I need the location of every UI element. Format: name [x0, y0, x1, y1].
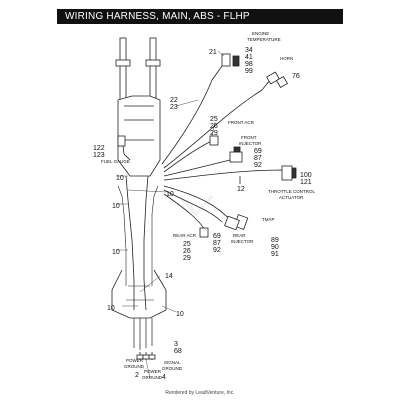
signal-ground-line1: SIGNAL: [164, 360, 181, 365]
label-rear-inj-69: 69: [213, 233, 221, 240]
wire-tmap: [163, 185, 233, 223]
label-10-f: 10: [176, 311, 184, 318]
label-rear-acr-29: 29: [183, 255, 191, 262]
throttle-connector: [281, 165, 293, 181]
wire-front-acr: [163, 139, 215, 173]
label-tmap-90: 90: [271, 244, 279, 251]
throttle-label-line1: THROTTLE CONTROL: [268, 189, 315, 194]
label-10-b: 10: [166, 191, 174, 198]
label-tmap-91: 91: [271, 251, 279, 258]
watermark-logo: [178, 195, 214, 217]
label-rear-inj-87: 87: [213, 240, 221, 247]
engine-temp-label-line1: ENGINE: [252, 31, 269, 36]
front-acr-connector: [209, 135, 219, 146]
frame-top: [117, 95, 161, 177]
label-123: 123: [93, 152, 105, 159]
front-acr-label: FRONT ACR: [228, 120, 255, 125]
wire-rear-injector: [163, 189, 223, 223]
signal-ground-line2: GROUND: [162, 366, 183, 371]
label-99: 99: [245, 68, 253, 75]
horn-connector: [266, 71, 280, 85]
power-ground-1-line1: POWER: [126, 358, 144, 363]
power-ground-2-line1: POWER: [144, 369, 162, 374]
label-98: 98: [245, 61, 253, 68]
label-front-acr-25: 25: [210, 116, 218, 123]
fuel-gauge-label: FUEL GAUGE: [101, 159, 130, 164]
label-front-acr-26: 26: [210, 123, 218, 130]
label-12: 12: [237, 186, 245, 193]
label-68: 68: [174, 348, 182, 355]
label-4: 4: [162, 374, 166, 381]
power-ground-2-line2: GROUND: [142, 375, 163, 380]
label-10-e: 10: [107, 305, 115, 312]
fuel-gauge-connector: [117, 135, 126, 147]
label-122: 122: [93, 145, 105, 152]
wire-throttle: [163, 169, 287, 181]
power-ground-1-line2: GROUND: [124, 364, 145, 369]
rear-injector-connector: [224, 215, 240, 231]
label-76: 76: [292, 73, 300, 80]
label-41: 41: [245, 54, 253, 61]
frame-cradle: [111, 269, 167, 319]
label-tmap-89: 89: [271, 237, 279, 244]
label-rear-inj-92: 92: [213, 247, 221, 254]
label-10-a: 10: [116, 175, 124, 182]
label-23: 23: [170, 104, 178, 111]
label-14: 14: [165, 273, 173, 280]
label-front-inj-87: 87: [254, 155, 262, 162]
label-22: 22: [170, 97, 178, 104]
label-100: 100: [300, 172, 312, 179]
handlebar-riser-right: [145, 37, 161, 105]
front-injector-label-line2: INJECTOR: [239, 141, 262, 146]
rear-injector-label-line1: REAR: [233, 233, 246, 238]
harness-trunk: [125, 175, 149, 311]
horn-label: HORN: [280, 56, 293, 61]
label-front-inj-92: 92: [254, 162, 262, 169]
wire-engine-temp: [161, 65, 223, 165]
label-front-inj-69: 69: [254, 148, 262, 155]
label-10-d: 10: [112, 249, 120, 256]
label-front-acr-29: 29: [210, 130, 218, 137]
rear-injector-label-line2: INJECTOR: [231, 239, 254, 244]
throttle-label-line2: ACTUATOR: [279, 195, 304, 200]
rear-acr-label: REAR ACR: [173, 233, 197, 238]
page-title: WIRING HARNESS, MAIN, ABS - FLHP: [57, 9, 343, 24]
label-2: 2: [135, 372, 139, 379]
wire-horn: [163, 79, 271, 169]
label-rear-acr-26: 26: [183, 248, 191, 255]
rear-acr-connector: [199, 227, 209, 238]
label-10-c: 10: [112, 203, 120, 210]
wire-front-injector: [163, 159, 231, 177]
front-injector-label-line1: FRONT: [241, 135, 257, 140]
handlebar-riser-left: [115, 37, 131, 107]
engine-temp-connector: [221, 53, 231, 67]
label-121: 121: [300, 179, 312, 186]
label-3: 3: [174, 341, 178, 348]
label-rear-acr-25: 25: [183, 241, 191, 248]
tmap-label: TMAP: [262, 217, 275, 222]
footer-credit: Rendered by LeadVenture, Inc.: [165, 390, 235, 396]
engine-temp-label-line2: TEMPERATURE: [247, 37, 281, 42]
label-21: 21: [209, 49, 217, 56]
label-34: 34: [245, 47, 253, 54]
front-injector-connector: [229, 151, 243, 163]
